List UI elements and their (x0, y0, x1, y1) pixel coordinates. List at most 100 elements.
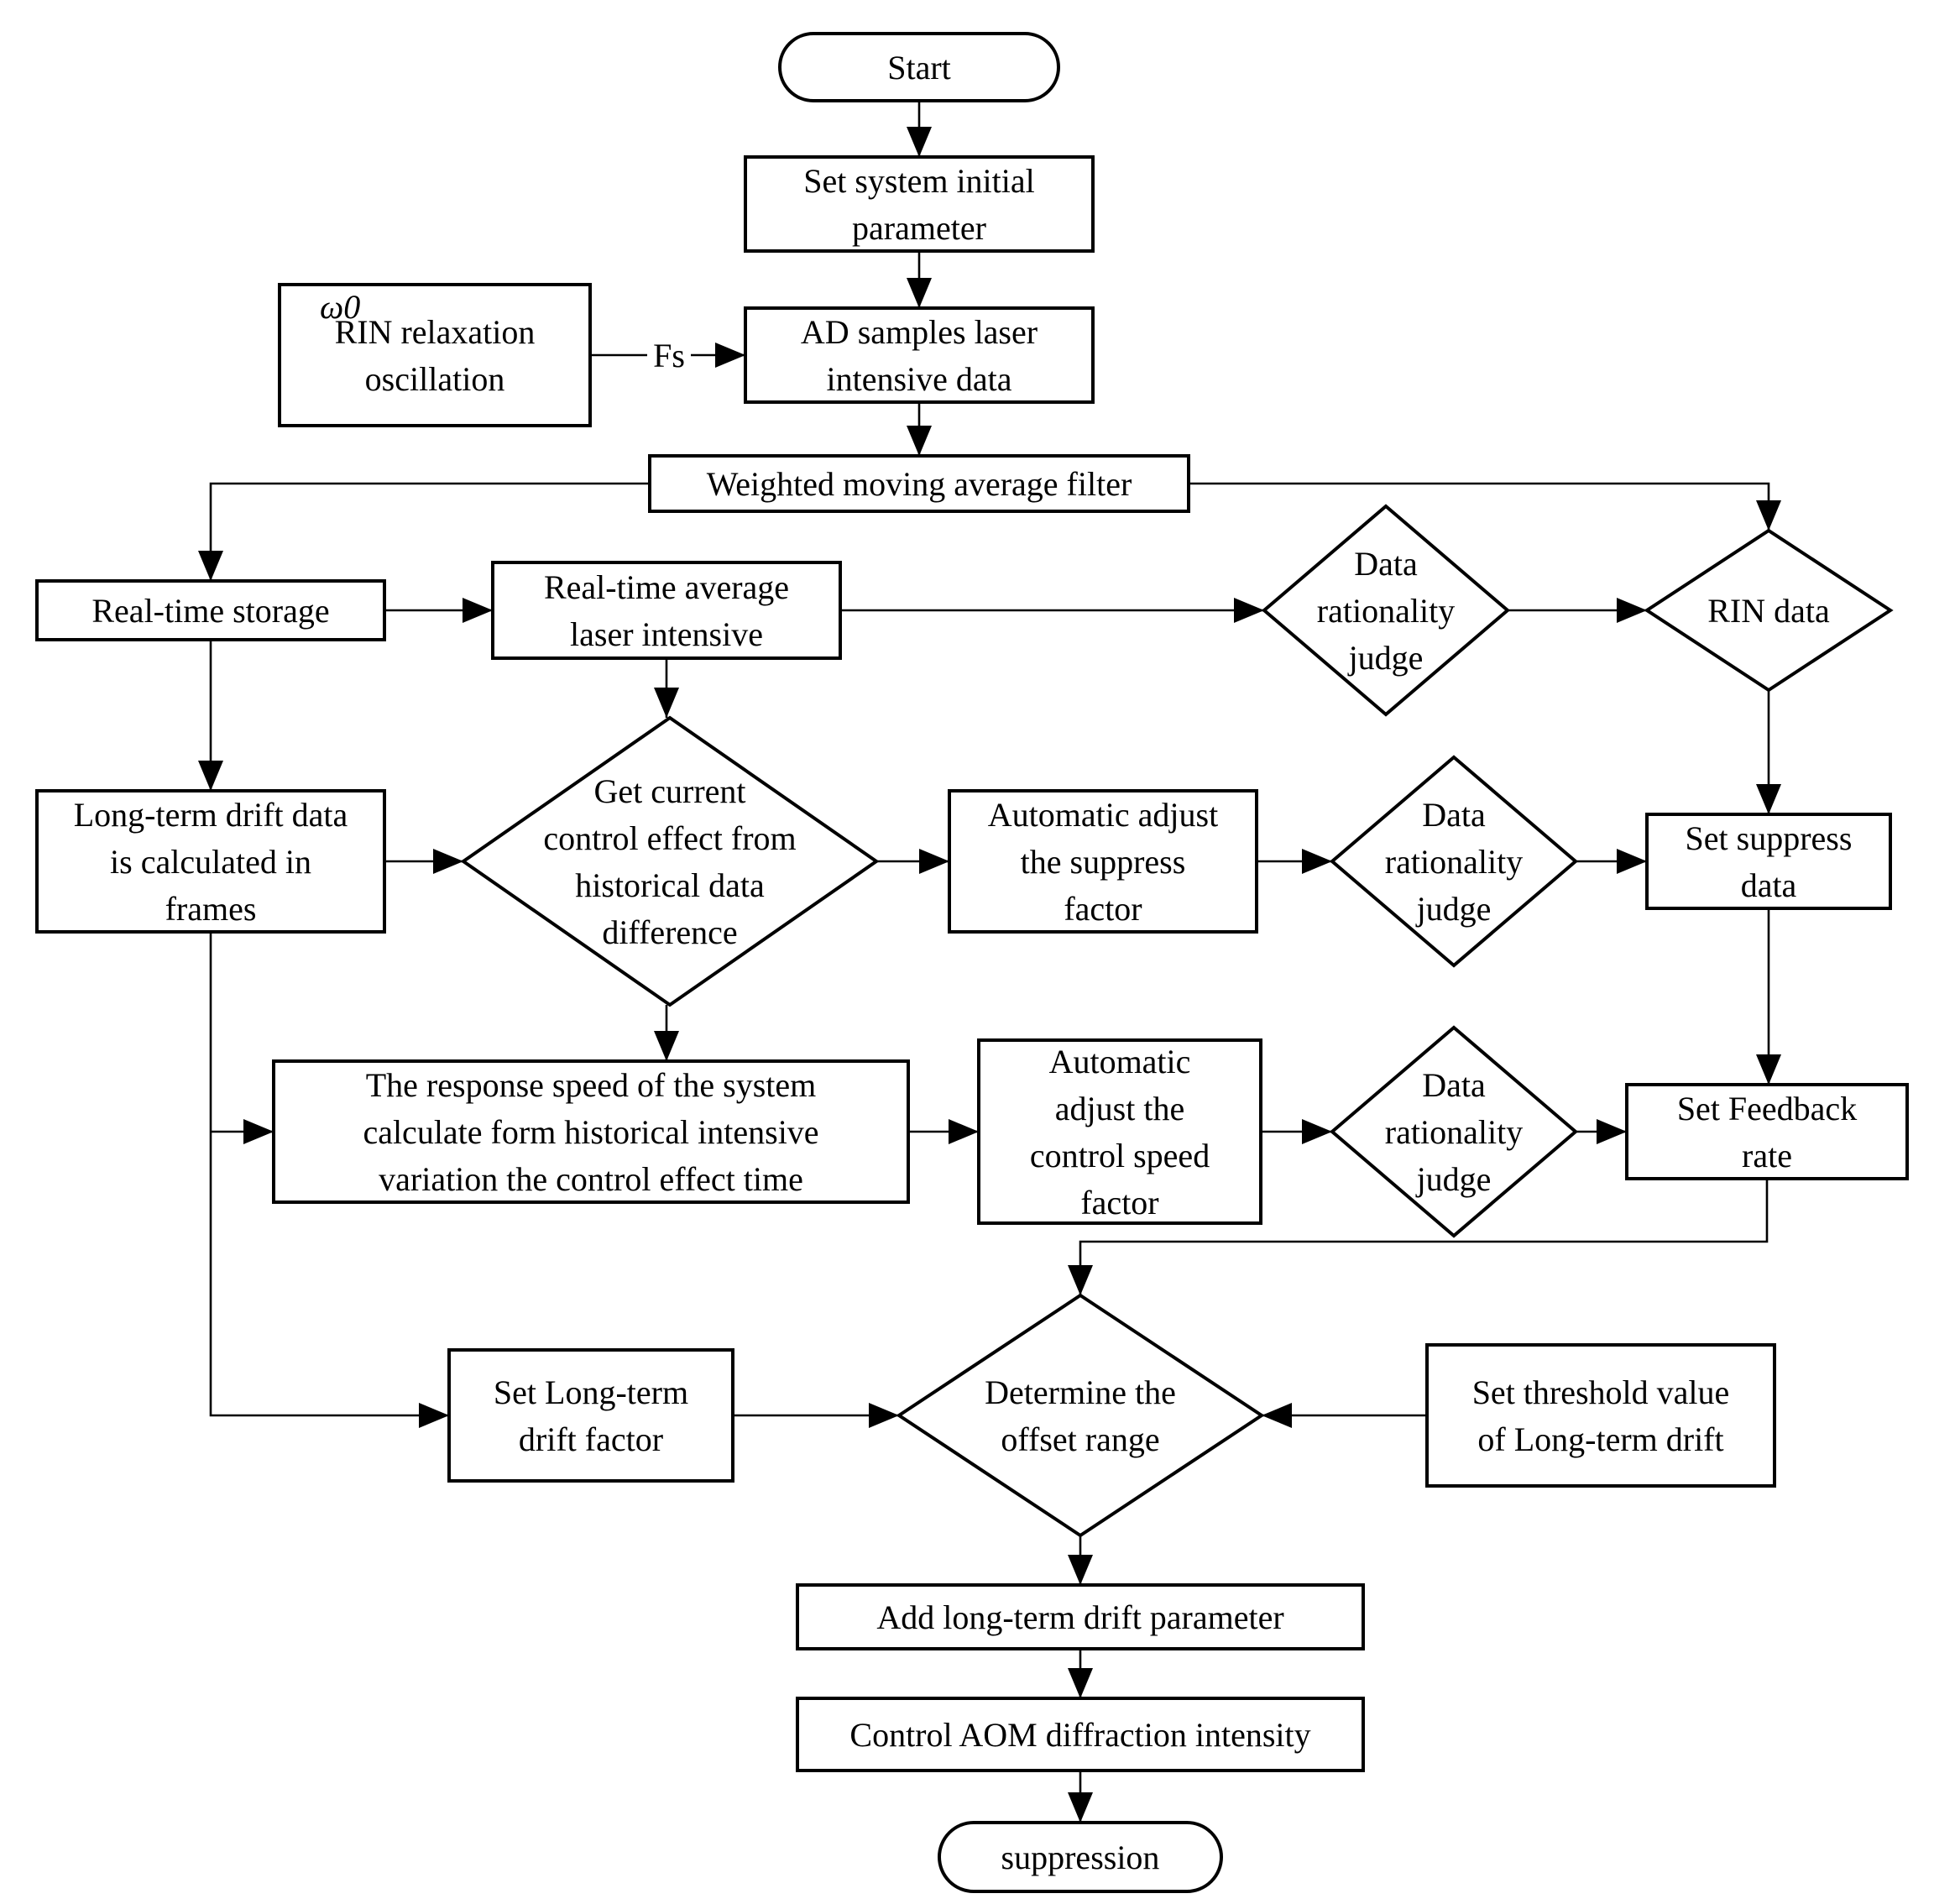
edge-drift-spine (209, 932, 449, 1428)
node-adjust-suppress: Automatic adjust the suppress factor (948, 789, 1258, 934)
arrowhead (1068, 1668, 1093, 1698)
arrowhead (1617, 849, 1647, 874)
edge-control-effect-to-adjust-suppress (876, 849, 949, 874)
decision-diamond (896, 1293, 1265, 1538)
process-box (648, 454, 1190, 513)
arrowhead (869, 1403, 899, 1428)
edge-feedback-to-offset (1068, 1179, 1769, 1295)
node-label-line: offset range (1001, 1420, 1159, 1458)
node-label-line: Automatic (1049, 1043, 1191, 1080)
arrowhead (1262, 1403, 1292, 1428)
terminal-shape (938, 1821, 1223, 1893)
connector-line (1189, 482, 1770, 531)
node-label-line: Automatic adjust (988, 796, 1218, 834)
edge-storage-to-average (384, 598, 493, 623)
process-box (796, 1583, 1365, 1650)
node-label-line: factor (1080, 1184, 1158, 1221)
connector-line (209, 482, 650, 581)
node-label-line: Set Feedback (1677, 1090, 1857, 1127)
arrowhead (907, 127, 932, 157)
arrowhead (1597, 1119, 1627, 1144)
arrowhead (1756, 784, 1781, 814)
arrowhead (463, 598, 493, 623)
process-box (744, 306, 1095, 404)
node-label-line: adjust the (1055, 1090, 1184, 1127)
node-label-line: control speed (1030, 1137, 1210, 1174)
node-label-line: difference (602, 913, 737, 951)
node-label-line: Data (1422, 1066, 1486, 1104)
decision-diamond (1261, 504, 1511, 717)
edge-drift-data-to-control-effect (384, 849, 463, 874)
process-box (796, 1697, 1365, 1772)
arrowhead (243, 1119, 274, 1144)
edge-judge-low-to-feedback (1576, 1119, 1627, 1144)
terminal-shape (778, 32, 1060, 102)
edge-average-to-control-effect (654, 658, 679, 718)
arrowhead (1234, 598, 1264, 623)
node-label-line: of Long-term drift (1477, 1420, 1723, 1458)
edge-offset-to-add-parameter (1068, 1535, 1093, 1585)
node-wma-filter: Weighted moving average filter (648, 454, 1190, 513)
arrowhead (1302, 849, 1332, 874)
process-box (491, 561, 842, 660)
edge-filter-to-storage (198, 482, 650, 581)
decision-diamond (1329, 1025, 1579, 1238)
arrowhead (654, 688, 679, 718)
node-start: Start (778, 32, 1060, 102)
arrowhead (919, 849, 949, 874)
edge-ad-to-filter (907, 402, 932, 456)
edge-initial-to-ad (907, 251, 932, 308)
node-label-line: Add long-term drift parameter (876, 1598, 1283, 1636)
arrowhead (419, 1403, 449, 1428)
edge-suppress-data-to-feedback (1756, 908, 1781, 1085)
arrowhead (907, 278, 932, 308)
process-box (272, 1059, 910, 1204)
process-box (278, 283, 592, 427)
edge-add-parameter-to-aom (1068, 1649, 1093, 1698)
node-response-speed: The response speed of the systemcalculat… (272, 1059, 910, 1204)
process-box (35, 789, 386, 934)
arrowhead (1302, 1119, 1332, 1144)
node-label-line: Data (1354, 545, 1418, 583)
node-label-line: control effect from (543, 819, 796, 857)
process-box (1425, 1343, 1776, 1488)
edge-filter-to-rin-data (1189, 482, 1781, 531)
decision-diamond (460, 715, 880, 1007)
connector-line (209, 932, 449, 1417)
node-label-line: Start (887, 49, 951, 86)
node-label-line: factor (1064, 890, 1142, 928)
node-label-line: the suppress (1021, 843, 1186, 881)
edge-factor-to-offset (733, 1403, 899, 1428)
node-label-line: parameter (852, 209, 986, 247)
node-label-line: is calculated in (110, 843, 311, 881)
process-box (948, 789, 1258, 934)
node-label-line: Data (1422, 796, 1486, 834)
edge-response-to-adjust-speed (908, 1119, 979, 1144)
process-box (744, 155, 1095, 253)
arrowhead (198, 551, 223, 581)
node-label-line: Real-time average (544, 568, 789, 606)
node-control-aom: Control AOM diffraction intensity (796, 1697, 1365, 1772)
arrowhead (654, 1031, 679, 1061)
node-label-line: laser intensive (570, 615, 763, 653)
node-add-parameter: Add long-term drift parameter (796, 1583, 1365, 1650)
node-realtime-storage: Real-time storage (35, 579, 386, 641)
node-label-line: variation the control effect time (379, 1160, 803, 1198)
node-label-line: Get current (593, 772, 745, 810)
node-label-line: Weighted moving average filter (707, 465, 1132, 503)
omega-zero-symbol: ω0 (320, 288, 360, 326)
node-label-line: judge (1415, 1160, 1492, 1198)
edge-judge-mid-to-suppress-data (1576, 849, 1647, 874)
node-realtime-average: Real-time average laser intensive (491, 561, 842, 660)
process-box (1645, 813, 1892, 910)
node-label-line: intensive data (826, 360, 1011, 398)
node-label-line: rationality (1385, 843, 1523, 881)
